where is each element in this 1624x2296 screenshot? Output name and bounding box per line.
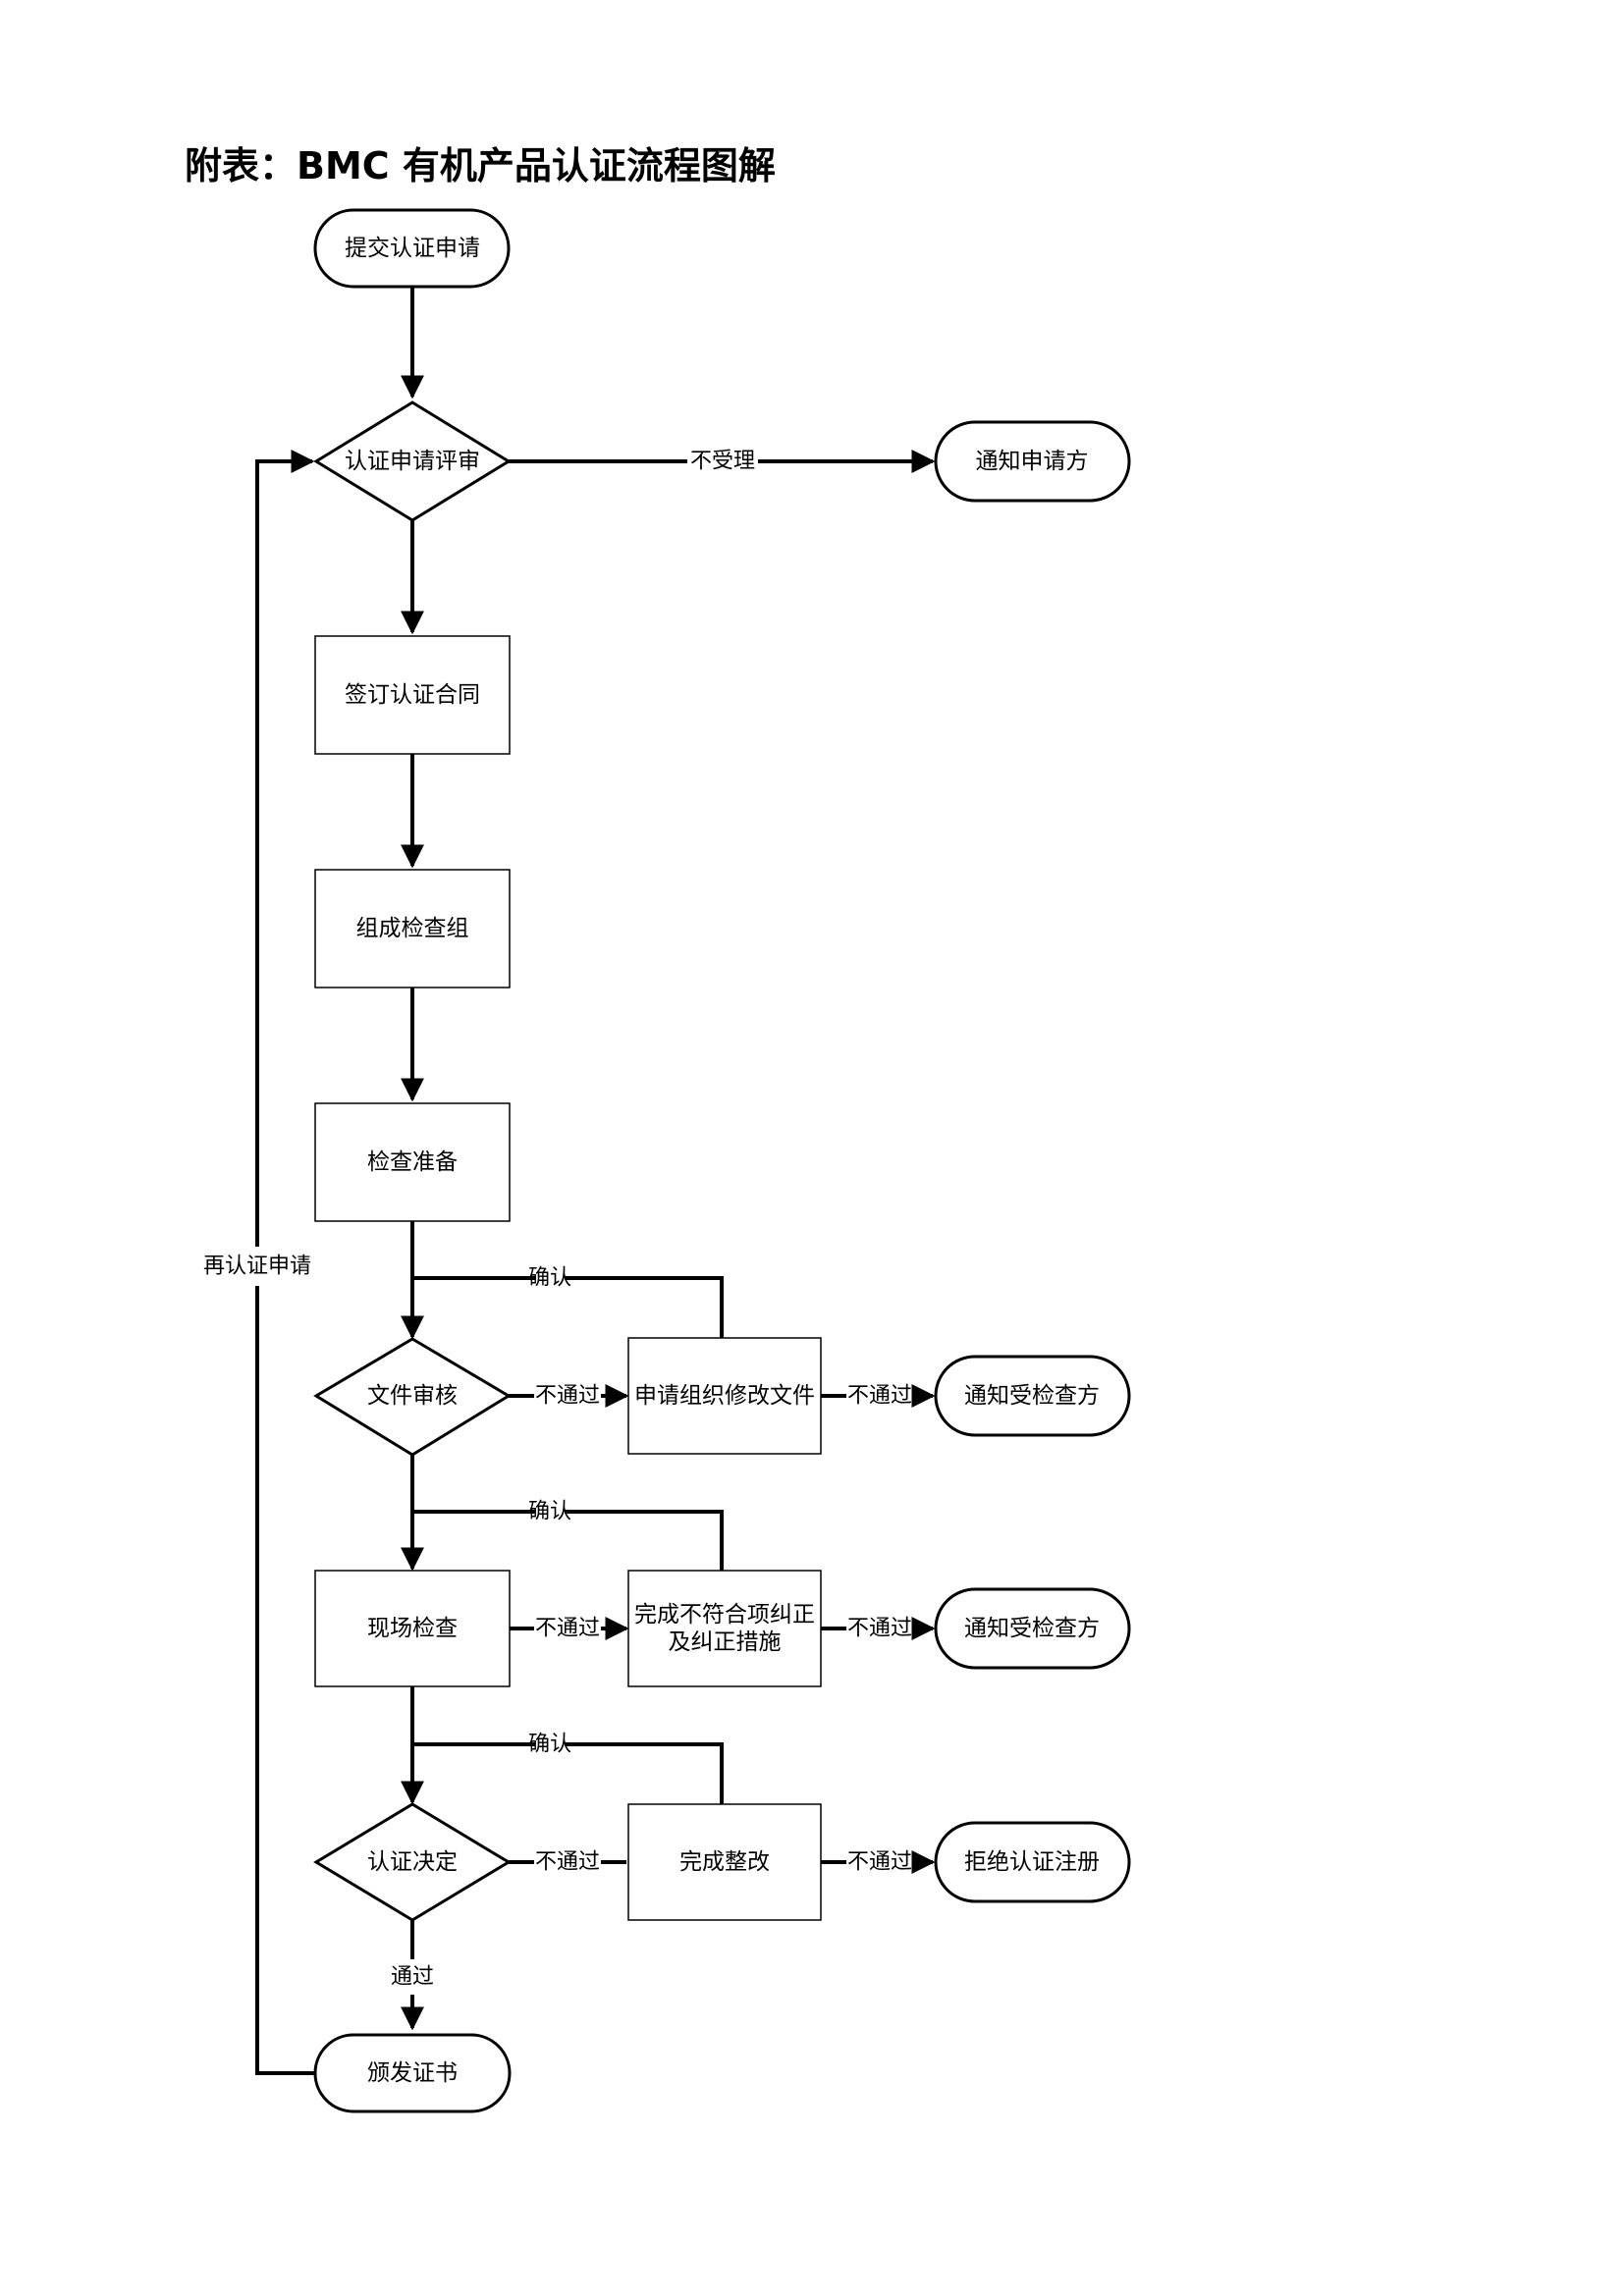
label-rectify: 完成整改 bbox=[679, 1849, 770, 1875]
label-reject: 拒绝认证注册 bbox=[964, 1849, 1100, 1875]
label-notify-applicant: 通知申请方 bbox=[976, 449, 1089, 474]
edge-confirm-1 bbox=[565, 1276, 724, 1338]
label-notify-inspected-1: 通知受检查方 bbox=[964, 1383, 1100, 1409]
page-title: 附表：BMC 有机产品认证流程图解 bbox=[185, 144, 776, 187]
connectors bbox=[255, 287, 936, 2075]
label-team: 组成检查组 bbox=[356, 916, 469, 941]
label-corrective-1: 完成不符合项纠正 bbox=[634, 1602, 815, 1628]
node-submit bbox=[313, 208, 511, 289]
edge-label-confirm-1: 确认 bbox=[528, 1266, 571, 1291]
label-modify-docs: 申请组织修改文件 bbox=[634, 1383, 815, 1409]
node-corrective bbox=[627, 1570, 822, 1687]
node-notify-applicant bbox=[934, 420, 1131, 503]
label-corrective-2: 及纠正措施 bbox=[669, 1629, 782, 1655]
edge-reapply-b bbox=[255, 450, 315, 1247]
node-rectify bbox=[627, 1803, 822, 1921]
edge-label-fail-5: 不通过 bbox=[535, 1850, 600, 1875]
edge-label-not-accepted: 不受理 bbox=[690, 450, 755, 474]
label-review: 认证申请评审 bbox=[345, 449, 480, 474]
edge-label-reapply: 再认证申请 bbox=[203, 1255, 311, 1279]
edge-label-pass: 通过 bbox=[391, 1965, 434, 1990]
node-issue bbox=[313, 2033, 512, 2113]
nodes bbox=[313, 208, 1131, 2113]
label-prep: 检查准备 bbox=[367, 1149, 458, 1175]
edge-labels: 不受理 不通过 不通过 不通过 不通过 不通过 不通过 确认 确认 确认 通过 … bbox=[203, 450, 912, 1990]
label-notify-inspected-2: 通知受检查方 bbox=[964, 1616, 1100, 1641]
label-contract: 签订认证合同 bbox=[345, 682, 480, 708]
node-team bbox=[314, 869, 511, 988]
node-prep bbox=[314, 1102, 511, 1222]
edge-label-fail-6: 不通过 bbox=[847, 1850, 912, 1875]
edge-reapply-a bbox=[255, 1286, 314, 2075]
label-issue: 颁发证书 bbox=[367, 2060, 458, 2086]
edge-confirm-2 bbox=[565, 1510, 724, 1571]
label-decision: 认证决定 bbox=[367, 1849, 458, 1875]
node-reject bbox=[934, 1821, 1131, 1903]
node-contract bbox=[314, 635, 511, 755]
node-modify-docs bbox=[627, 1337, 822, 1455]
node-notify-inspected-2 bbox=[934, 1587, 1131, 1670]
node-doc-review bbox=[313, 1337, 512, 1457]
edge-label-confirm-3: 确认 bbox=[528, 1733, 571, 1757]
label-doc-review: 文件审核 bbox=[367, 1383, 458, 1409]
node-onsite bbox=[314, 1570, 511, 1687]
edge-label-fail-3: 不通过 bbox=[535, 1617, 600, 1641]
label-submit: 提交认证申请 bbox=[345, 236, 480, 261]
edge-label-fail-1: 不通过 bbox=[535, 1384, 600, 1409]
node-notify-inspected-1 bbox=[934, 1355, 1131, 1437]
node-decision bbox=[313, 1802, 512, 1922]
edge-label-fail-2: 不通过 bbox=[847, 1384, 912, 1409]
node-review bbox=[313, 400, 512, 522]
node-labels: 提交认证申请 认证申请评审 通知申请方 签订认证合同 组成检查组 检查准备 文件… bbox=[345, 236, 1100, 2086]
edge-label-fail-4: 不通过 bbox=[847, 1617, 912, 1641]
edge-label-confirm-2: 确认 bbox=[528, 1500, 571, 1524]
label-onsite: 现场检查 bbox=[367, 1616, 458, 1641]
edge-confirm-3 bbox=[565, 1742, 724, 1804]
